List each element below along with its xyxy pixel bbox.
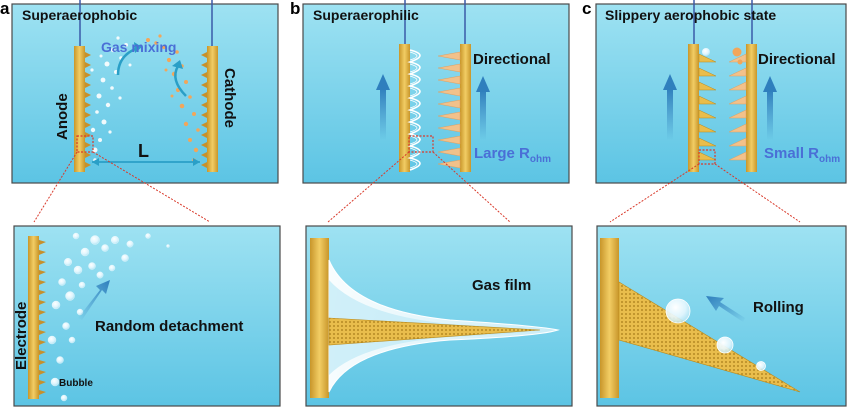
panel-a-zoom-box	[76, 135, 94, 153]
panel-a-top: a Superaerophobic Gas mixing Anode Catho…	[0, 0, 279, 184]
panel-c-zoom-line-left	[609, 163, 700, 223]
rolling-label: Rolling	[753, 299, 804, 316]
panel-c-letter: c	[582, 0, 591, 18]
rolling-arrow	[706, 296, 745, 322]
panel-b-top: b Superaerophilic Directional Large Rohm	[290, 0, 570, 184]
cathode-label: Cathode	[221, 68, 238, 128]
panel-b-letter: b	[290, 0, 300, 18]
panel-a-letter: a	[0, 0, 10, 18]
panel-c-top: c Slippery aerophobic state Directional …	[582, 0, 847, 184]
panel-b-left-arrowhead	[376, 74, 390, 90]
panel-b-right-arrow-shaft	[480, 90, 486, 140]
detachment-label: Random detachment	[95, 318, 243, 335]
zoom-electrode-spikes	[39, 240, 46, 395]
anode-electrode	[74, 46, 85, 172]
panel-c-anode	[688, 44, 699, 172]
detaching-bubbles	[47, 232, 170, 402]
gas-film-label: Gas film	[472, 277, 531, 294]
panel-b-resistance-prefix: Large R	[474, 145, 530, 162]
panel-b-anode	[399, 44, 410, 172]
rolling-bubble-small	[756, 361, 766, 371]
cathode-electrode	[207, 46, 218, 172]
anode-spikes	[85, 52, 91, 168]
panel-b-cathode	[460, 44, 471, 172]
panel-c-right-arrowhead	[763, 76, 777, 92]
panel-c-cathode-spikes	[728, 53, 747, 161]
cathode-gas-arrow	[174, 65, 187, 97]
rolling-bubble-mid	[716, 336, 734, 354]
panel-b-water	[302, 3, 570, 184]
panel-c-water	[595, 3, 847, 184]
zoom-electrode	[28, 236, 39, 399]
panel-b-resistance-sub: ohm	[530, 154, 551, 165]
panel-c-cathode	[746, 44, 757, 172]
panel-c-bubble-left	[702, 48, 710, 56]
panel-c-title: Slippery aerophobic state	[605, 7, 776, 23]
panel-c-right-arrow-shaft	[767, 90, 773, 140]
panel-a-title: Superaerophobic	[22, 7, 137, 23]
panel-b-resistance: Large Rohm	[474, 145, 551, 165]
panel-c-resistance-sub: ohm	[819, 154, 840, 165]
spike-cone-c	[618, 281, 801, 393]
distance-arrow-left	[92, 158, 99, 166]
distance-label: L	[138, 141, 149, 161]
panel-b-zoom-electrode	[310, 238, 329, 398]
panel-b-directional: Directional	[473, 51, 551, 68]
anode-label: Anode	[54, 93, 71, 140]
panel-b-zoom-box	[408, 135, 434, 153]
cathode-spikes	[201, 52, 207, 168]
gas-mixing-label: Gas mixing	[101, 39, 176, 55]
panel-c-bubble-right	[732, 47, 742, 57]
rolling-bubble-large	[665, 298, 691, 324]
panel-b-cathode-spikes	[437, 51, 461, 169]
panel-a-zoom-line-right	[92, 151, 211, 223]
bubble-label: Bubble	[59, 378, 93, 389]
cathode-gas-arrowhead	[172, 60, 183, 69]
distance-arrow-right	[193, 158, 200, 166]
panel-c-bubble-small	[737, 59, 743, 65]
panel-c-zoom-line-right	[714, 163, 801, 223]
panel-c-zoom-electrode	[600, 238, 619, 398]
panel-c-directional: Directional	[758, 51, 836, 68]
panel-b-left-arrow-shaft	[380, 88, 386, 140]
panel-c-left-arrowhead	[663, 74, 677, 90]
anode-gas-arrowhead	[134, 42, 142, 53]
panel-c-left-arrow-shaft	[667, 88, 673, 140]
panel-c-zoom-box	[698, 149, 716, 165]
panel-b-zoom-line-left	[327, 151, 410, 223]
panel-a-zoom-water	[13, 225, 281, 407]
panel-a-zoom-line-left	[33, 151, 78, 223]
panel-c-anode-spikes	[698, 53, 717, 161]
panel-a-zoom: Electrode Random detachment Bubble	[13, 225, 281, 407]
panel-c-resistance: Small Rohm	[764, 145, 840, 165]
panel-b-right-arrowhead	[476, 76, 490, 92]
panel-c-zoom: Rolling	[596, 225, 847, 407]
panel-a-water	[11, 3, 279, 184]
detachment-arrow	[78, 280, 110, 320]
panel-b-zoom: Gas film	[305, 225, 573, 407]
panel-b-title: Superaerophilic	[313, 7, 419, 23]
spike-cone-b	[328, 317, 541, 346]
panel-c-resistance-prefix: Small R	[764, 145, 819, 162]
electrode-label: Electrode	[13, 302, 30, 370]
